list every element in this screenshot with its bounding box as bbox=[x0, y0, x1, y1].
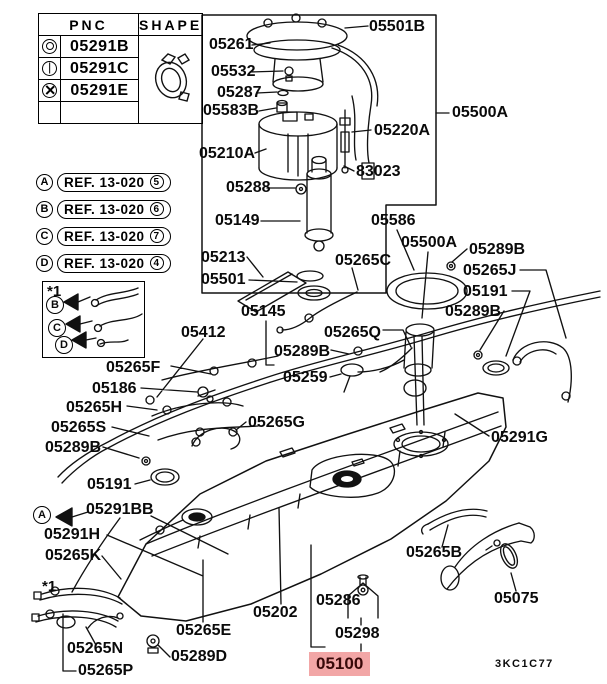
part-label: 05265N bbox=[67, 640, 124, 657]
part-label: 05289B bbox=[469, 241, 526, 258]
ref-marker-d: D bbox=[55, 336, 73, 354]
ref-pill: REF. 13-020 4 bbox=[57, 253, 171, 273]
pnc-header: PNC bbox=[38, 13, 139, 36]
ref-text: REF. 13-020 bbox=[64, 228, 145, 244]
ref-key: C bbox=[36, 227, 53, 245]
part-label: 05149 bbox=[215, 212, 260, 229]
drawing-code: 3KC1C77 bbox=[495, 658, 554, 670]
ref-marker-a: A bbox=[33, 506, 51, 524]
ref-note-b: B REF. 13-020 6 bbox=[36, 199, 171, 219]
ref-pill: REF. 13-020 7 bbox=[57, 226, 171, 246]
part-label: 05298 bbox=[335, 625, 380, 642]
part-label: 05289B bbox=[445, 303, 502, 320]
part-label: 05265C bbox=[335, 252, 392, 269]
ref-pill: REF. 13-020 6 bbox=[57, 199, 171, 219]
part-label: 05202 bbox=[253, 604, 298, 621]
part-label: 83023 bbox=[356, 163, 401, 180]
ref-num: 4 bbox=[149, 256, 164, 270]
part-label: 05265F bbox=[106, 359, 161, 376]
clamp-symbol-cell bbox=[38, 57, 61, 80]
pnc-value: 05291B bbox=[60, 35, 139, 58]
ref-key: A bbox=[36, 173, 53, 191]
ref-key: D bbox=[36, 254, 53, 272]
ref-num: 7 bbox=[149, 229, 164, 243]
part-label: 05213 bbox=[201, 249, 246, 266]
part-label: 05075 bbox=[494, 590, 539, 607]
part-label: 05291H bbox=[44, 526, 101, 543]
pnc-value: 05291C bbox=[60, 57, 139, 80]
part-label: 05265P bbox=[78, 662, 134, 679]
part-label: 05265J bbox=[463, 262, 517, 279]
part-label: 05291G bbox=[491, 429, 548, 446]
part-label: 05261 bbox=[209, 36, 254, 53]
part-label: 05289B bbox=[45, 439, 102, 456]
empty-cell bbox=[38, 101, 61, 124]
clamp-detail-inset bbox=[42, 281, 145, 358]
ref-marker-b: B bbox=[46, 296, 64, 314]
part-label: 05287 bbox=[217, 84, 262, 101]
pnc-value: 05291E bbox=[60, 79, 139, 102]
empty-cell bbox=[60, 101, 139, 124]
ref-text: REF. 13-020 bbox=[64, 201, 145, 217]
ref-note-d: D REF. 13-020 4 bbox=[36, 253, 171, 273]
shape-header: SHAPE bbox=[137, 13, 204, 36]
footnote-marker: *1 bbox=[42, 578, 57, 595]
pnc-table: PNC SHAPE 05291B bbox=[38, 13, 204, 124]
inset-note-marker: *1 bbox=[47, 283, 62, 300]
part-label: 05220A bbox=[374, 122, 431, 139]
part-label: 05501 bbox=[201, 271, 246, 288]
clamp-symbol-cell bbox=[38, 35, 61, 58]
part-label: 05259 bbox=[283, 369, 328, 386]
clamp-shape-cell bbox=[137, 35, 204, 124]
part-label: 05265E bbox=[176, 622, 232, 639]
part-label: 05532 bbox=[211, 63, 256, 80]
part-label: 05145 bbox=[241, 303, 286, 320]
part-label: 05501B bbox=[369, 18, 426, 35]
part-label: 05265H bbox=[66, 399, 123, 416]
ref-text: REF. 13-020 bbox=[64, 255, 145, 271]
part-label: 05186 bbox=[92, 380, 137, 397]
part-label: 05288 bbox=[226, 179, 271, 196]
ref-text: REF. 13-020 bbox=[64, 174, 145, 190]
part-label: 05500A bbox=[401, 234, 458, 251]
ref-note-c: C REF. 13-020 7 bbox=[36, 226, 171, 246]
double-circle-icon bbox=[42, 38, 57, 54]
part-label: 05265Q bbox=[324, 324, 381, 341]
part-label: 05265B bbox=[406, 544, 463, 561]
part-label: 05412 bbox=[181, 324, 226, 341]
part-label: 05289D bbox=[171, 648, 228, 665]
part-label: 05500A bbox=[452, 104, 509, 121]
part-label-highlighted: 05100 bbox=[309, 652, 371, 676]
part-label: 05286 bbox=[316, 592, 361, 609]
circle-bar-icon bbox=[42, 60, 57, 76]
part-label: 05291BB bbox=[86, 501, 154, 518]
part-label: 05265K bbox=[45, 547, 102, 564]
circle-cross-icon bbox=[42, 82, 57, 98]
ref-num: 6 bbox=[149, 202, 164, 216]
part-label: 05191 bbox=[463, 283, 508, 300]
ref-pill: REF. 13-020 5 bbox=[57, 172, 171, 192]
part-label: 05583B bbox=[203, 102, 260, 119]
ref-num: 5 bbox=[149, 175, 164, 189]
clamp-symbol-cell bbox=[38, 79, 61, 102]
part-label: 05289B bbox=[274, 343, 331, 360]
part-label: 05210A bbox=[199, 145, 256, 162]
part-label: 05265S bbox=[51, 419, 107, 436]
ref-note-a: A REF. 13-020 5 bbox=[36, 172, 171, 192]
ref-key: B bbox=[36, 200, 53, 218]
clamp-icon bbox=[154, 53, 190, 102]
part-label: 05191 bbox=[87, 476, 132, 493]
ref-marker-c: C bbox=[48, 319, 66, 337]
part-label: 05586 bbox=[371, 212, 416, 229]
part-label: 05265G bbox=[248, 414, 305, 431]
